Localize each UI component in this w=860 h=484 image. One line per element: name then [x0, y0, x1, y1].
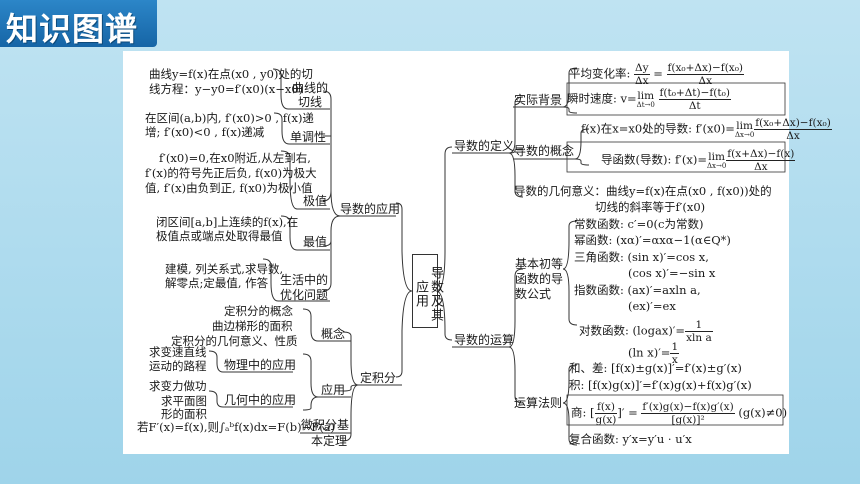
monotonic-text-1: 在区间(a,b)内, f′(x0)>0 , f(x)递	[145, 111, 314, 125]
physics-item-2: 运动的路程	[149, 359, 207, 373]
center-topic: 导数及其应用	[412, 254, 443, 328]
node-integral-concept: 概念	[321, 327, 346, 341]
maximum-text-1: 闭区间[a,b]上连续的f(x),在	[156, 215, 299, 229]
rule-sum: 和、差: [f(x)±g(x)]′=f′(x)±g′(x)	[569, 361, 742, 375]
node-geometry: 几何中的应用	[224, 393, 297, 407]
node-derivative-concept: 导数的概念	[514, 144, 575, 158]
maximum-text-2: 极值点或端点处取得最值	[156, 229, 283, 243]
point-derivative-label: f(x)在x=x0处的导数: f′(x0)=	[581, 121, 735, 136]
node-integral-apply: 应用	[321, 383, 346, 397]
tangent-text-1: 曲线y=f(x)在点(x0 , y0)处的切	[149, 67, 313, 81]
center-topic-text: 导数及其应用	[413, 266, 443, 322]
avg-rate-label: 平均变化率:	[569, 66, 631, 81]
node-life-1: 生活中的	[280, 273, 329, 287]
geometry-item-1: 求平面图	[161, 394, 207, 408]
const-func: 常数函数: c′=0(c为常数)	[574, 217, 704, 231]
avg-rate-frac-2: f(x₀+Δx)−f(x₀)Δx	[666, 62, 745, 87]
brace-tangent	[322, 90, 341, 217]
node-theorem-2: 本定理	[311, 434, 348, 448]
rule-quotient: 商: [f(x)g(x)]′ = f′(x)g(x)−f(x)g′(x)[g(x…	[571, 401, 788, 426]
integral-concept-item-1: 定积分的概念	[224, 304, 293, 318]
node-life-2: 优化问题	[280, 288, 329, 302]
node-background: 实际背景	[514, 93, 563, 107]
func-derivative-frac: f(x+Δx)−f(x)Δx	[726, 148, 796, 173]
exp-func-2: (ex)′=ex	[628, 299, 676, 313]
node-definition: 导数的定义	[454, 139, 515, 153]
connector-center-application	[395, 202, 413, 292]
node-maximum: 最值	[303, 235, 328, 249]
monotonic-text-2: 增; f′(x0)<0 , f(x)递减	[145, 125, 265, 139]
life-text-2: 解零点;定最值, 作答	[165, 276, 269, 290]
tangent-text-2: 线方程：y−y0=f′(x0)(x−x0)	[149, 82, 304, 96]
theorem-text: 若F′(x)=f(x),则∫ₐᵇf(x)dx=F(b)−F(a)	[137, 420, 336, 434]
rule-composite: 复合函数: y′x=y′u · u′x	[569, 432, 692, 446]
node-integral: 定积分	[360, 371, 397, 385]
physics-item-1: 求变速直线	[149, 345, 207, 359]
quotient-lhs-frac: f(x)g(x)	[594, 401, 618, 426]
log-func-1-prefix: 对数函数: (logax)′=	[579, 323, 686, 338]
inst-velocity-frac: f(t₀+Δt)−f(t₀)Δt	[658, 87, 731, 112]
trig-func-2: (cos x)′=−sin x	[628, 266, 716, 280]
integral-concept-item-3: 定积分的几何意义、性质	[171, 334, 298, 348]
life-text-1: 建模, 列关系式,求导数,	[165, 262, 284, 276]
geometry-meaning-1: 导数的几何意义：曲线y=f(x)在点(x0 , f(x0))处的	[514, 184, 772, 198]
exp-func-1: 指数函数: (ax)′=axln a,	[574, 283, 701, 297]
quotient-rhs-frac: f′(x)g(x)−f(x)g′(x)[g(x)]²	[641, 401, 735, 426]
node-basic-3: 数公式	[515, 287, 552, 301]
node-basic-2: 函数的导	[515, 272, 564, 286]
connector-center-definition	[435, 146, 453, 292]
extreme-text-1: f′(x0)=0,在x0附近,从左到右,	[159, 151, 311, 165]
power-func: 幂函数: (xα)′=αxα−1(α∈Q*)	[574, 233, 731, 247]
node-rules: 运算法则	[514, 396, 563, 410]
extreme-text-2: f′(x)的符号先正后负, f(x0)为极大	[145, 166, 317, 180]
geometry-item-2: 形的面积	[161, 407, 207, 421]
point-derivative-frac: f(x₀+Δx)−f(x₀)Δx	[754, 117, 832, 142]
rule-quotient-cond: (g(x)≠0)	[738, 405, 788, 420]
node-application: 导数的应用	[340, 202, 401, 216]
connector-center-integral	[395, 290, 413, 378]
node-theorem-1: 微积分基	[301, 418, 350, 432]
mind-map-connectors	[208, 67, 786, 446]
trig-func-1: 三角函数: (sin x)′=cos x,	[574, 250, 709, 264]
page-title: 知识图谱	[6, 10, 139, 48]
node-basic-1: 基本初等	[515, 257, 564, 271]
physics-item-3: 求变力做功	[149, 379, 207, 393]
inst-velocity-lhs: v=	[620, 91, 637, 106]
node-operation: 导数的运算	[454, 333, 515, 347]
geometry-meaning-2: 切线的斜率等于f′(x0)	[595, 200, 706, 214]
inst-velocity-label: 瞬时速度:	[567, 91, 617, 106]
func-derivative-label: 导函数(导数): f′(x)=	[601, 152, 707, 167]
node-monotonic: 单调性	[290, 130, 327, 144]
node-tangent: 曲线的切线	[291, 81, 328, 109]
node-extreme: 极值	[303, 194, 328, 208]
rule-quotient-prefix: 商:	[571, 405, 587, 420]
extreme-text-3: 值, f′(x)由负到正, f(x0)为极小值	[145, 181, 313, 195]
title-tab: 知识图谱	[0, 0, 157, 48]
log-func-2-prefix: (ln x)′=	[628, 345, 671, 360]
rule-product: 积: [f(x)g(x)]′=f′(x)g(x)+f(x)g′(x)	[569, 378, 752, 392]
connector-center-operation	[435, 290, 453, 341]
node-physics: 物理中的应用	[224, 358, 297, 372]
integral-concept-item-2: 曲边梯形的面积	[212, 319, 293, 333]
mind-map-panel: 导数及其应用 导数的应用 曲线y=f(x)在点(x0 , y0)处的切 线方程：…	[123, 51, 832, 454]
